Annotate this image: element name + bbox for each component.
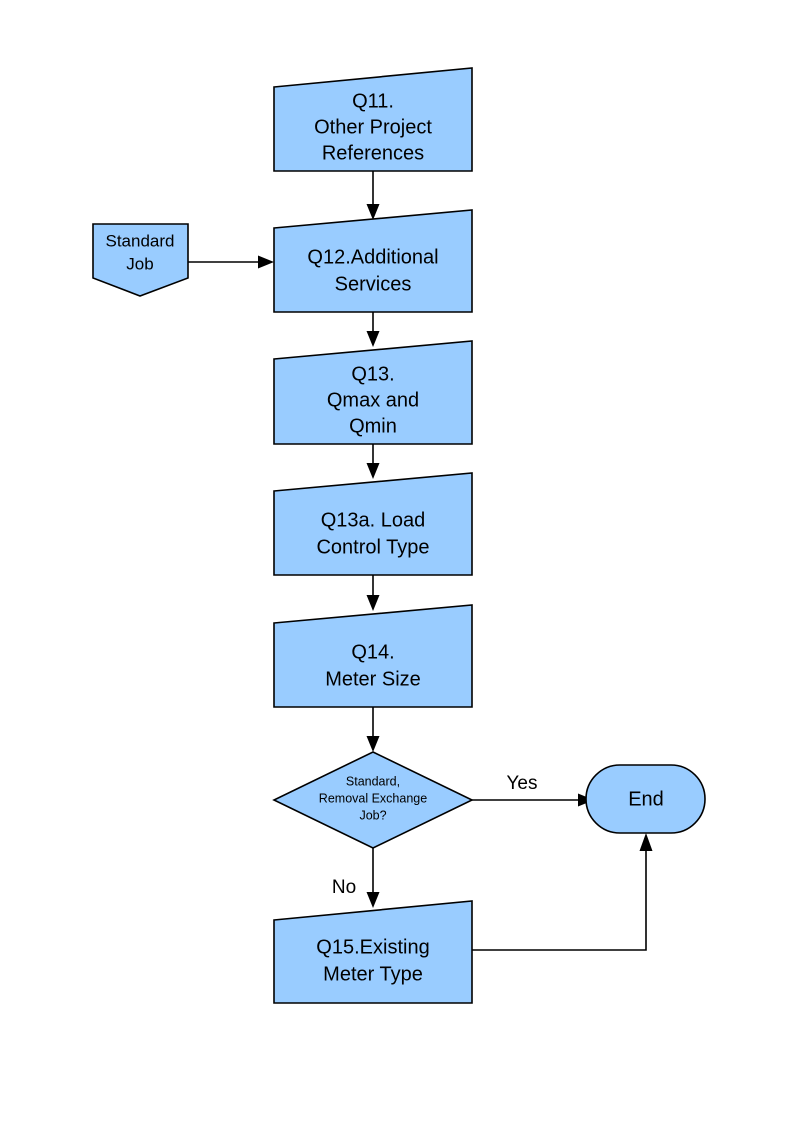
q14-shape[interactable] [273, 604, 473, 708]
node-standard-job[interactable]: Standard Job [92, 223, 189, 297]
q11-label-line1: Q11. [352, 90, 394, 112]
edge-q11-q12 [366, 171, 380, 220]
q14-label-line1: Q14. [351, 641, 394, 663]
node-q15[interactable]: Q15.Existing Meter Type [273, 900, 473, 1004]
q13a-shape[interactable] [273, 472, 473, 576]
edge-decision-end: Yes [472, 773, 594, 807]
standard-job-label-line2: Job [126, 254, 153, 273]
q11-shape[interactable] [273, 67, 473, 172]
q15-label-line2: Meter Type [323, 963, 423, 985]
q13-label-line2: Qmax and [327, 389, 419, 411]
node-q14[interactable]: Q14. Meter Size [273, 604, 473, 708]
end-shape[interactable] [585, 764, 706, 834]
decision-label-line2: Removal Exchange [319, 791, 427, 805]
standard-job-label-line1: Standard [106, 231, 175, 250]
end-label: End [628, 788, 664, 810]
q13-label-line1: Q13. [351, 363, 394, 385]
edge-q12-q13 [366, 312, 380, 347]
standard-job-shape[interactable] [92, 223, 189, 297]
q12-shape[interactable] [273, 209, 473, 313]
q13a-label-line1: Q13a. Load [321, 509, 426, 531]
edge-q14-decision [366, 707, 380, 752]
edge-q13a-q14 [366, 575, 380, 611]
node-decision[interactable]: Standard, Removal Exchange Job? [272, 751, 474, 849]
edge-q13-q13a [366, 444, 380, 479]
edge-standardjob-q12 [188, 255, 274, 269]
q11-label-line2: Other Project [314, 116, 432, 138]
q15-shape[interactable] [273, 900, 473, 1004]
decision-label-line1: Standard, [346, 774, 400, 788]
edge-label-no: No [332, 877, 356, 898]
edge-decision-q15: No [332, 848, 380, 908]
q15-label-line1: Q15.Existing [316, 936, 429, 958]
node-q11[interactable]: Q11. Other Project References [273, 67, 473, 172]
edge-q15-end [472, 833, 653, 951]
decision-shape[interactable] [272, 751, 474, 849]
edge-label-yes: Yes [507, 773, 538, 794]
q14-label-line2: Meter Size [325, 668, 421, 690]
node-end[interactable]: End [585, 764, 706, 834]
connector-layer: Yes No [188, 171, 653, 951]
q13a-label-line2: Control Type [316, 536, 429, 558]
q13-shape[interactable] [273, 340, 473, 445]
decision-label-line3: Job? [359, 808, 386, 822]
q12-label-line1: Q12.Additional [307, 246, 438, 268]
node-q13[interactable]: Q13. Qmax and Qmin [273, 340, 473, 445]
q12-label-line2: Services [335, 273, 412, 295]
q11-label-line3: References [322, 142, 424, 164]
node-q12[interactable]: Q12.Additional Services [273, 209, 473, 313]
node-q13a[interactable]: Q13a. Load Control Type [273, 472, 473, 576]
q13-label-line3: Qmin [349, 415, 397, 437]
node-layer: Q11. Other Project References Standard J… [92, 67, 706, 1004]
